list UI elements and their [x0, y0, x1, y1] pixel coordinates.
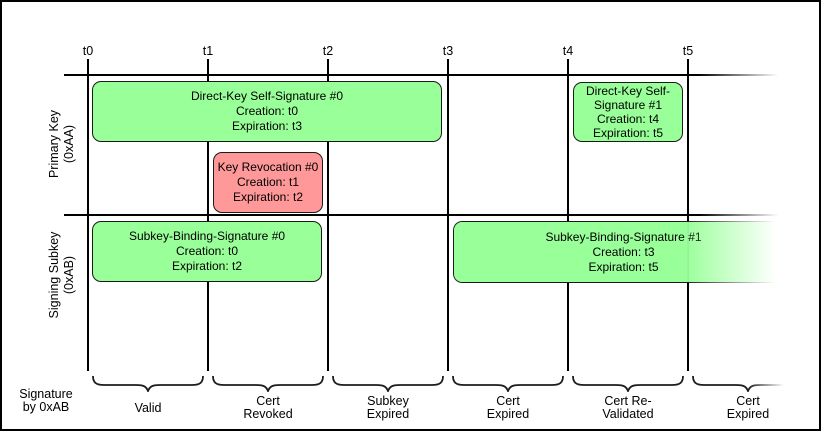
tick-label-t5: t5 — [682, 44, 694, 58]
segment-brace-subkey-expired — [332, 376, 444, 392]
segment-brace-cert-revalidated — [572, 376, 684, 392]
tick-label-t1: t1 — [202, 44, 214, 58]
segment-label-cert-revoked: Cert Revoked — [200, 393, 336, 423]
segment-label-line1: Valid — [134, 400, 162, 415]
box-title: Key Revocation #0 — [217, 160, 319, 174]
box-subkey-binding-signature-1: Subkey-Binding-Signature #1 Creation: t3… — [453, 221, 793, 283]
tick-label-t4: t4 — [562, 44, 574, 58]
box-creation: Creation: t0 — [235, 104, 299, 118]
box-expiration: Expiration: t5 — [592, 126, 664, 140]
box-title: Direct-Key Self-Signature #0 — [190, 89, 344, 103]
box-subkey-binding-signature-0: Subkey-Binding-Signature #0 Creation: t0… — [92, 221, 322, 282]
axis-line-signing-subkey — [64, 214, 793, 216]
segment-label-cert-revalidated: Cert Re- Validated — [560, 393, 696, 423]
segment-label-cert-expired-2: Cert Expired — [680, 393, 816, 423]
segment-label-valid: Valid — [80, 393, 216, 423]
box-creation: Creation: t3 — [592, 244, 655, 259]
box-title: Subkey-Binding-Signature #0 — [128, 229, 286, 243]
lane-label-signing-subkey-line2: (0xAB) — [62, 255, 76, 295]
lane-label-primary-key-line1: Primary Key — [47, 109, 61, 179]
box-direct-key-self-signature-1: Direct-Key Self- Signature #1 Creation: … — [573, 82, 683, 142]
segment-label-line2: Expired — [366, 407, 410, 421]
box-expiration: Expiration: t2 — [232, 190, 304, 204]
tick-label-t0: t0 — [82, 44, 94, 58]
box-expiration: Expiration: t2 — [171, 259, 243, 273]
box-key-revocation-0: Key Revocation #0 Creation: t1 Expiratio… — [213, 152, 323, 213]
lane-label-signing-subkey: Signing Subkey (0xAB) — [47, 195, 79, 355]
segment-brace-valid — [92, 376, 204, 392]
lane-label-primary-key: Primary Key (0xAA) — [47, 74, 79, 214]
tick-label-t3: t3 — [442, 44, 454, 58]
segment-label-line1: Cert — [736, 394, 760, 408]
segment-label-subkey-expired: Subkey Expired — [320, 393, 456, 423]
box-creation: Creation: t1 — [236, 175, 300, 189]
segment-label-line2: Expired — [486, 407, 530, 421]
box-creation: Creation: t0 — [175, 244, 239, 258]
box-direct-key-self-signature-0: Direct-Key Self-Signature #0 Creation: t… — [92, 81, 442, 142]
segment-label-line1: Cert — [256, 394, 280, 408]
tick-label-t2: t2 — [322, 44, 334, 58]
box-title: Subkey-Binding-Signature #1 — [545, 229, 702, 244]
segment-brace-cert-expired-2 — [692, 376, 804, 392]
box-expiration: Expiration: t3 — [231, 119, 303, 133]
segment-label-cert-expired-1: Cert Expired — [440, 393, 576, 423]
segment-label-line2: Expired — [726, 407, 770, 421]
segment-label-line2: Validated — [602, 407, 654, 421]
segment-brace-cert-expired-1 — [452, 376, 564, 392]
lane-label-primary-key-line2: (0xAA) — [62, 124, 76, 164]
axis-line-primary-key — [64, 74, 793, 76]
box-title-line2: Signature #1 — [593, 98, 663, 112]
lane-label-signing-subkey-line1: Signing Subkey — [47, 231, 61, 319]
row-label-line2: by 0xAB — [22, 400, 70, 414]
segment-label-line1: Cert — [496, 394, 520, 408]
segment-label-line2: Revoked — [243, 407, 293, 421]
segment-brace-cert-revoked — [212, 376, 324, 392]
box-title-line1: Direct-Key Self- — [585, 84, 671, 98]
bottom-row-label-signature-by-0xab: Signature by 0xAB — [8, 388, 84, 414]
box-creation: Creation: t4 — [596, 112, 660, 126]
segment-label-line1: Subkey — [367, 394, 409, 408]
row-label-line1: Signature — [19, 387, 73, 401]
segment-label-line1: Cert Re- — [604, 394, 652, 408]
box-expiration: Expiration: t5 — [588, 259, 659, 274]
